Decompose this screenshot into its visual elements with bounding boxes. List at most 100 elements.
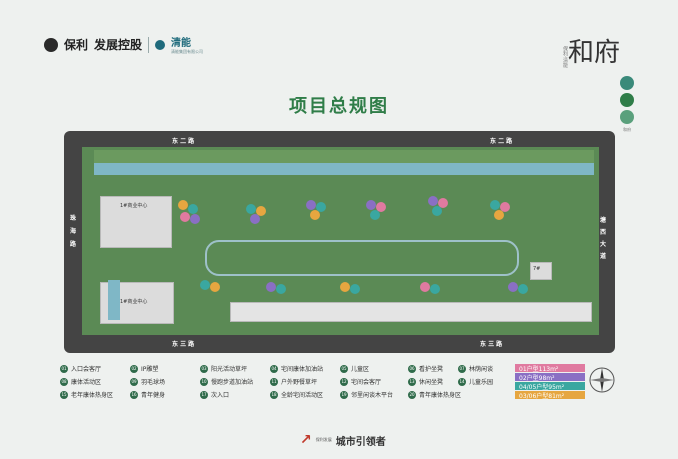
logo-divider xyxy=(148,36,150,53)
unit-marker xyxy=(180,212,190,222)
unit-marker xyxy=(350,284,360,294)
legend-label: 阳光活动草坪 xyxy=(211,366,248,373)
road-south-label-2: 东 三 路 xyxy=(480,341,503,348)
unit-marker xyxy=(190,214,200,224)
legend-label: 入口会客厅 xyxy=(71,366,102,373)
poly-logo-icon xyxy=(44,37,58,52)
partner-name: 清能 xyxy=(171,38,192,49)
unit-type-03-06: 03/06户型81m² xyxy=(515,391,585,400)
unit-marker xyxy=(266,282,276,292)
unit-marker xyxy=(508,282,518,292)
unit-type-04-05: 04/05户型95m² xyxy=(515,382,585,391)
partner-subtitle: 清能集团有限公司 xyxy=(171,49,204,54)
unit-marker xyxy=(306,200,316,210)
unit-marker xyxy=(494,210,504,220)
unit-marker xyxy=(438,198,448,208)
road-north-label-2: 东 二 路 xyxy=(490,138,513,145)
legend-label: 林荫闲谈 xyxy=(469,366,494,373)
company-name: 发展控股 xyxy=(94,38,143,52)
legend-label: 老年康体热身区 xyxy=(71,392,114,399)
north-greenbelt xyxy=(94,150,594,163)
road-east-label: 塘 西 大 道 xyxy=(600,217,607,260)
legend-number: 02 xyxy=(130,364,138,373)
unit-marker xyxy=(188,204,198,214)
brand-dot xyxy=(620,93,634,107)
unit-marker xyxy=(210,282,220,292)
legend-number: 13 xyxy=(408,377,416,386)
legend-number: 20 xyxy=(408,390,416,399)
road-south-label: 东 三 路 xyxy=(172,341,195,348)
legend-number: 17 xyxy=(200,390,208,399)
brand-dot xyxy=(620,76,634,90)
unit-marker xyxy=(178,200,188,210)
legend-number: 15 xyxy=(60,390,68,399)
unit-marker xyxy=(490,200,500,210)
unit-marker xyxy=(366,200,376,210)
legend-number: 01 xyxy=(60,364,68,373)
legend-number: 10 xyxy=(200,377,208,386)
legend-label: 休闲坐凳 xyxy=(419,379,444,386)
slogan: ↗ 保利发展 城市引领者 xyxy=(300,432,386,448)
legend-number: 09 xyxy=(130,377,138,386)
jogging-path xyxy=(205,240,519,276)
commercial-label: 1#商业中心 xyxy=(120,299,148,305)
slogan-text: 城市引领者 xyxy=(335,436,386,448)
pool xyxy=(108,280,120,320)
brand-side-tag: 和府 xyxy=(623,127,631,132)
legend-label: 宅间康体加油站 xyxy=(281,366,324,373)
unit-type-01: 01户型113m² xyxy=(515,364,585,373)
brand-dot xyxy=(620,110,634,124)
legend-number: 03 xyxy=(200,364,208,373)
unit-marker xyxy=(500,202,510,212)
legend-label: IP雕塑 xyxy=(141,366,159,373)
legend-label: 儿童区 xyxy=(351,366,370,373)
unit-marker xyxy=(276,284,286,294)
unit-type-legend: 01户型113m² 02户型98m² 04/05户型95m² 03/06户型81… xyxy=(515,364,585,400)
legend-label: 青年康体热身区 xyxy=(419,392,462,399)
legend-number: 04 xyxy=(270,364,278,373)
legend-label: 看护坐凳 xyxy=(419,366,444,373)
partner-logo: 清能 清能集团有限公司 xyxy=(171,34,203,55)
legend-label: 邻里闲谈木平台 xyxy=(351,392,394,399)
legend-number: 06 xyxy=(408,364,416,373)
legend-label: 全龄宅间活动区 xyxy=(281,392,324,399)
legend-label: 宅间会客厅 xyxy=(351,379,382,386)
block-7 xyxy=(530,262,552,280)
brand-dots: 和府 xyxy=(620,76,634,133)
legend-label: 青年健身 xyxy=(141,392,166,399)
unit-marker xyxy=(420,282,430,292)
river xyxy=(94,163,594,175)
unit-marker xyxy=(316,202,326,212)
unit-marker xyxy=(250,214,260,224)
partner-logo-icon xyxy=(155,39,166,50)
unit-marker xyxy=(376,202,386,212)
unit-marker xyxy=(246,204,256,214)
brand-logo: 保利·清能 和府 xyxy=(560,32,650,72)
legend-label: 户外野餐草坪 xyxy=(281,379,318,386)
legend-number: 07 xyxy=(458,364,466,373)
unit-marker xyxy=(430,284,440,294)
unit-marker xyxy=(256,206,266,216)
legend-label: 慢跑步道加油站 xyxy=(211,379,254,386)
clubhouse-building xyxy=(100,196,172,248)
block-7-label: 7# xyxy=(533,266,541,272)
legend-number: 18 xyxy=(270,390,278,399)
road-north-label: 东 二 路 xyxy=(172,138,195,145)
unit-type-02: 02户型98m² xyxy=(515,373,585,382)
